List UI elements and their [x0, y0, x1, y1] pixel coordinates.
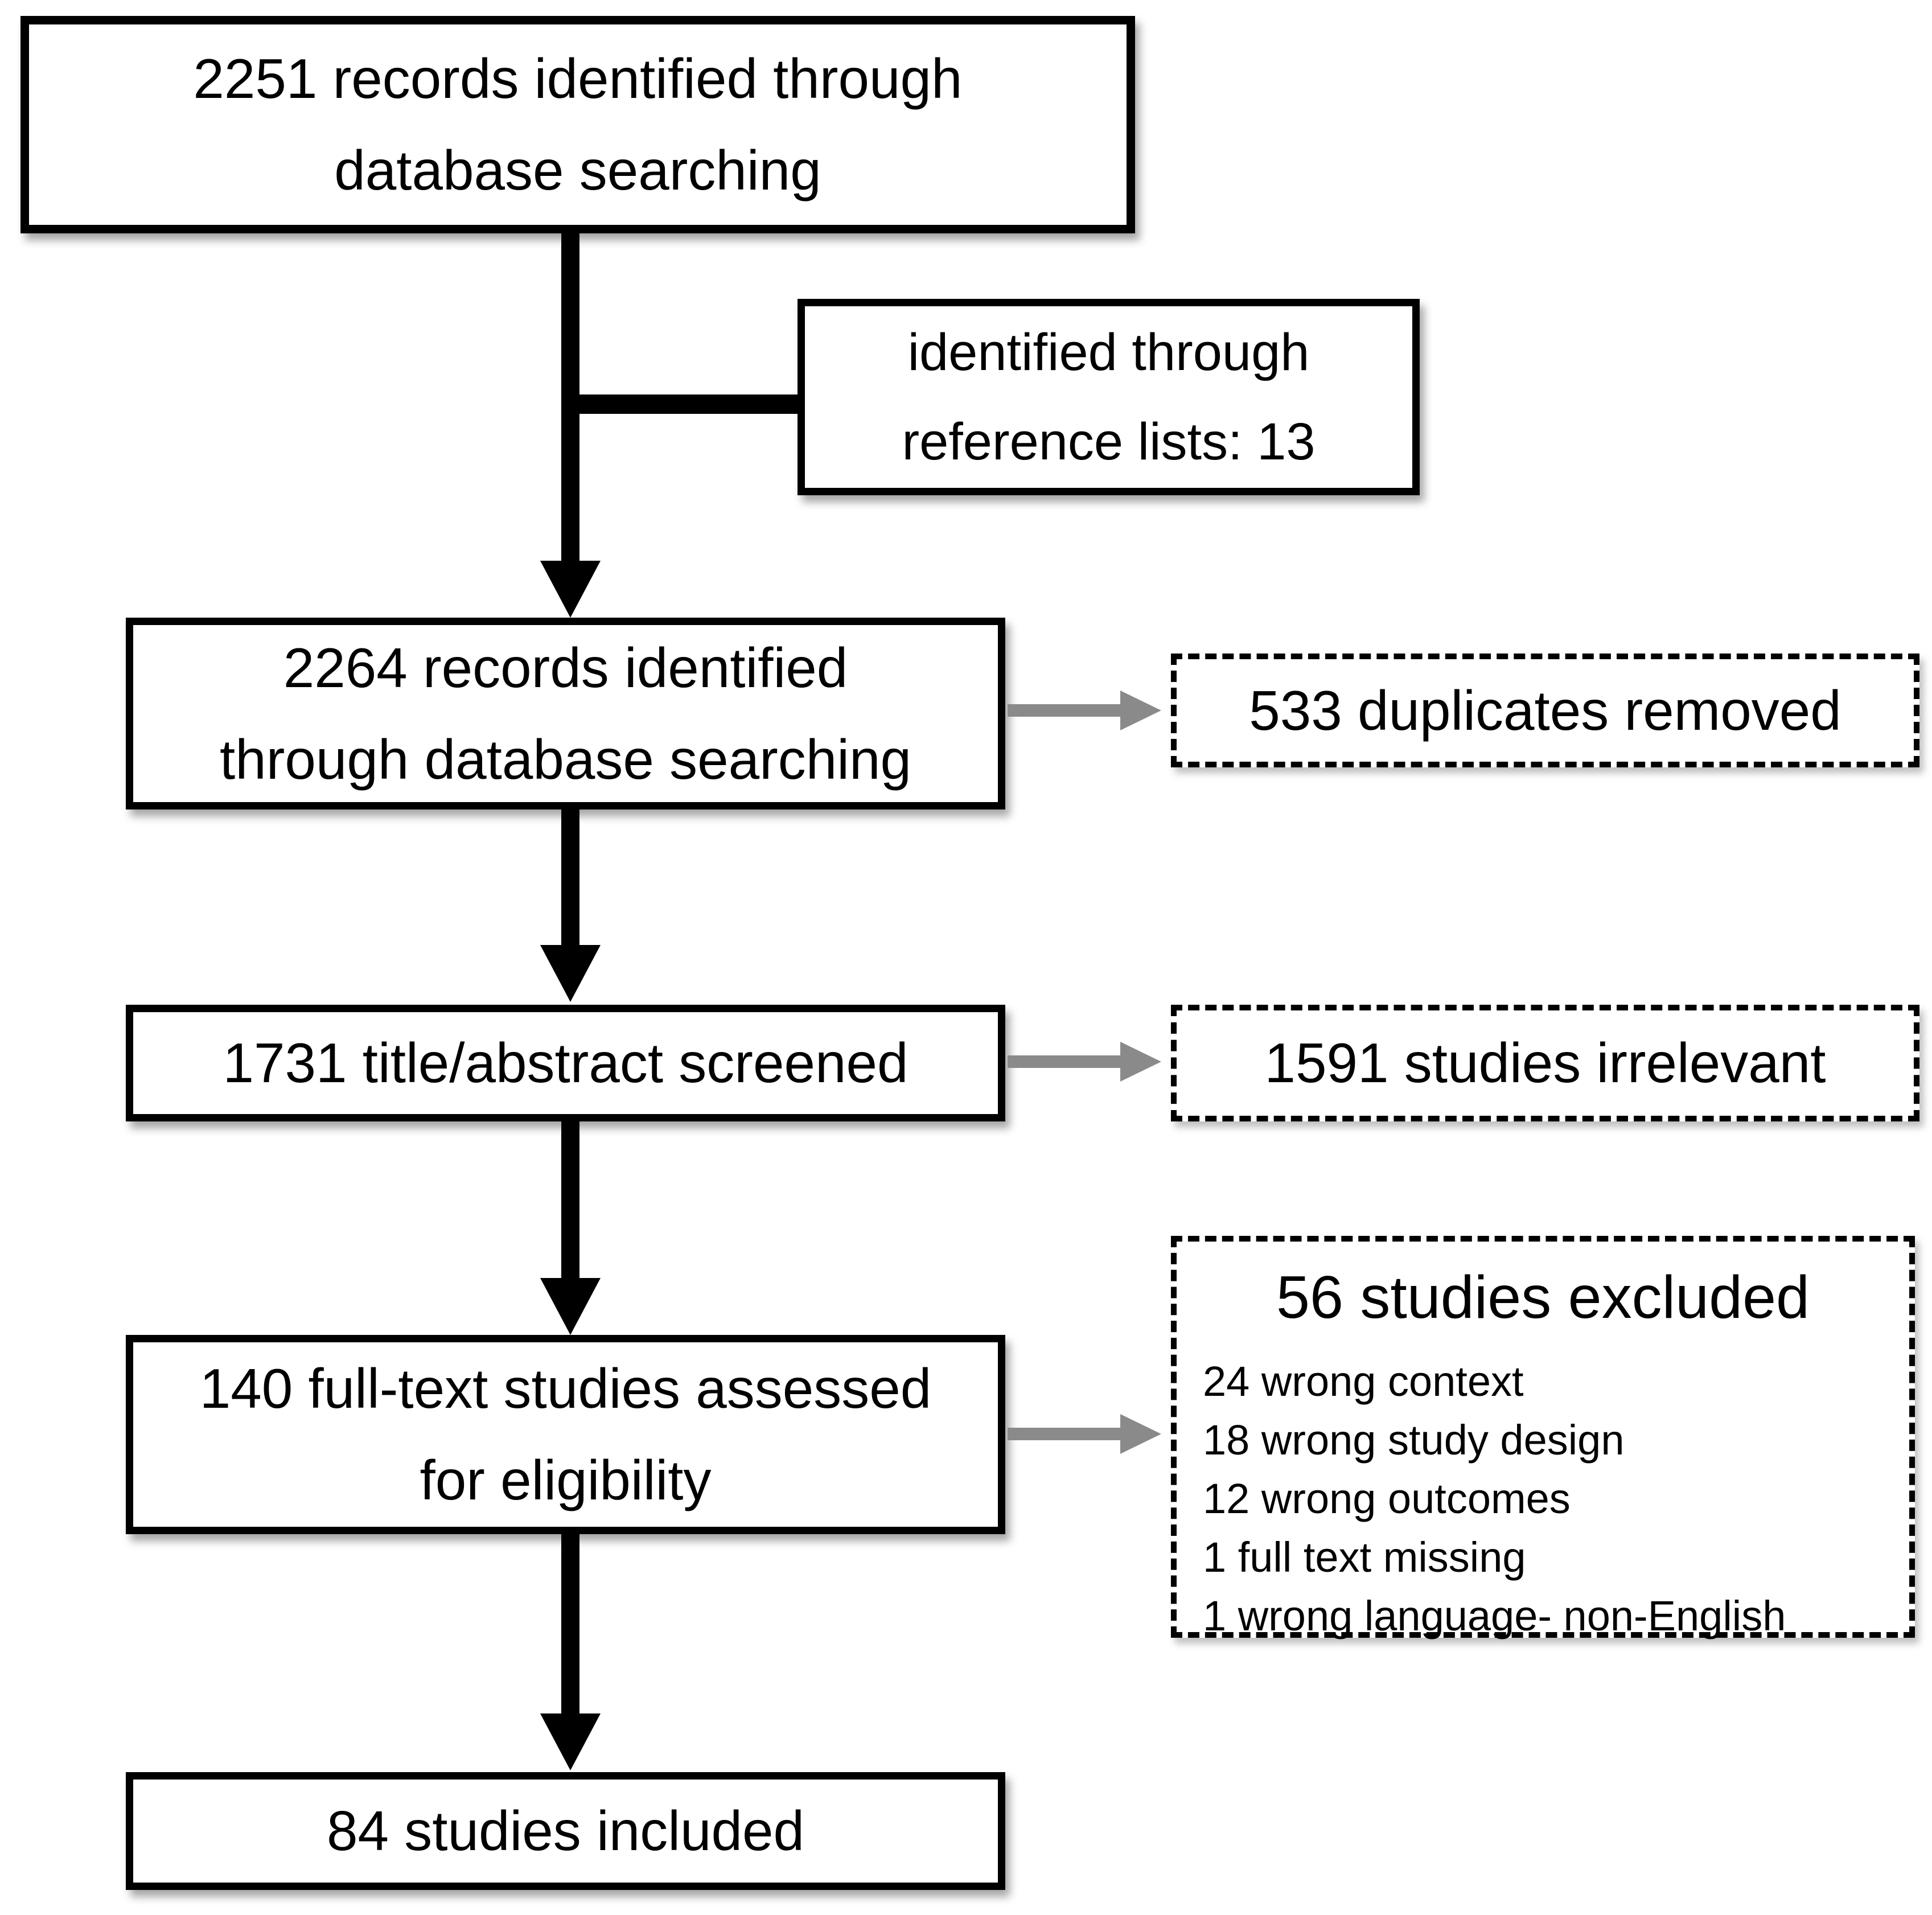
connector-reference-lists [561, 394, 798, 414]
node-reference-lists-line1: identified through [907, 323, 1310, 382]
node-fulltext-assessed: 140 full-text studies assessed for eligi… [126, 1335, 1005, 1534]
arrow-fulltext-to-included-head [540, 1713, 601, 1770]
node-studies-included-line1: 84 studies included [326, 1799, 805, 1863]
node-duplicates-removed-line1: 533 duplicates removed [1249, 679, 1841, 742]
excluded-reason-wrong-context: 24 wrong context [1203, 1357, 1524, 1405]
node-studies-irrelevant-line1: 1591 studies irrelevant [1264, 1032, 1826, 1095]
node-records-identified-db-line2: database searching [334, 139, 821, 202]
excluded-reason-wrong-study-design: 18 wrong study design [1203, 1416, 1625, 1464]
node-studies-irrelevant: 1591 studies irrelevant [1171, 1005, 1919, 1121]
node-fulltext-assessed-line2: for eligibility [420, 1449, 712, 1511]
node-title-abstract-screened: 1731 title/abstract screened [126, 1005, 1005, 1121]
node-records-combined: 2264 records identified through database… [126, 618, 1005, 809]
node-records-identified-db: 2251 records identified through database… [20, 16, 1135, 233]
arrow-combined-to-screened-stem [561, 807, 579, 947]
node-fulltext-assessed-line1: 140 full-text studies assessed [199, 1357, 932, 1420]
node-records-identified-db-line1: 2251 records identified through [193, 47, 963, 110]
arrow-screened-to-fulltext-stem [561, 1120, 579, 1280]
arrow-studies-irrelevant-head [1120, 1042, 1161, 1082]
arrow-combined-to-screened-head [540, 945, 601, 1002]
node-studies-excluded: 56 studies excluded 24 wrong context 18 … [1171, 1236, 1915, 1639]
node-studies-included: 84 studies included [126, 1772, 1005, 1890]
arrow-studies-irrelevant-stem [1008, 1055, 1121, 1068]
node-records-combined-line2: through database searching [220, 728, 911, 791]
arrow-screened-to-fulltext-head [540, 1278, 601, 1335]
node-records-combined-line1: 2264 records identified [283, 636, 848, 699]
arrow-duplicates-removed-stem [1008, 704, 1121, 717]
arrow-studies-excluded-head [1120, 1414, 1161, 1454]
arrow-studies-excluded-stem [1008, 1428, 1121, 1440]
node-duplicates-removed: 533 duplicates removed [1171, 654, 1919, 767]
arrow-db-to-combined-head [540, 561, 601, 618]
studies-excluded-title: 56 studies excluded [1276, 1264, 1810, 1331]
node-title-abstract-screened-line1: 1731 title/abstract screened [223, 1032, 909, 1095]
node-reference-lists-line2: reference lists: 13 [902, 412, 1316, 471]
excluded-reason-full-text-missing: 1 full text missing [1203, 1533, 1526, 1581]
excluded-reason-wrong-language: 1 wrong language- non-English [1203, 1592, 1786, 1639]
arrow-fulltext-to-included-stem [561, 1532, 579, 1715]
arrow-duplicates-removed-head [1120, 691, 1161, 730]
node-reference-lists: identified through reference lists: 13 [798, 299, 1420, 495]
excluded-reason-wrong-outcomes: 12 wrong outcomes [1203, 1474, 1571, 1522]
